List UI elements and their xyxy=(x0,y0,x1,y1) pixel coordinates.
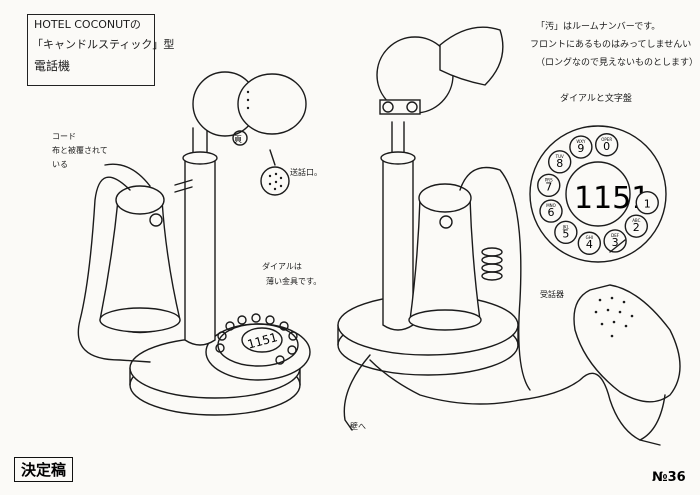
dial-letters-9: WXY xyxy=(576,139,586,144)
dial-hole-6 xyxy=(539,199,563,223)
dial-hole-8 xyxy=(547,150,572,174)
note-dial-1: ダイアルは xyxy=(262,262,302,271)
dial-digit-6: 6 xyxy=(548,206,555,219)
note-dial-label: ダイアルと文字盤 xyxy=(560,94,632,104)
dial-letters-3: DEF xyxy=(611,233,620,238)
title-line-3: 電話機 xyxy=(34,59,71,73)
page-number: №36 xyxy=(652,470,686,485)
receiver-detail xyxy=(573,284,681,441)
dial-hole-2 xyxy=(624,214,649,238)
dial-hole-4 xyxy=(577,231,602,255)
dial-letters-5: JKL xyxy=(562,224,570,229)
note-room-number: 「汚」はルームナンバーです。 xyxy=(536,22,661,32)
note-mouthpiece: 送話口。 xyxy=(290,168,322,177)
note-receiver: 受話器 xyxy=(540,290,564,299)
note-cord-2: 布と被覆されて xyxy=(52,146,108,155)
title-line-1: HOTEL COCONUTの xyxy=(34,18,141,31)
dial-digit-8: 8 xyxy=(556,157,563,170)
dial-digit-2: 2 xyxy=(633,221,640,234)
status-stamp: 決定稿 xyxy=(14,457,74,482)
dial-hole-5 xyxy=(554,220,578,245)
note-front: フロントにあるものはみってしませんい xyxy=(530,40,692,50)
left-badge: 頁 xyxy=(234,135,242,144)
right-receiver xyxy=(409,197,481,329)
dial-letters-4: GHI xyxy=(586,235,593,240)
note-cord-3: いる xyxy=(52,160,68,169)
dial-hole-0 xyxy=(594,133,619,157)
dial-hole-7 xyxy=(537,173,561,198)
right-mouthpiece xyxy=(439,26,504,86)
dial-digit-1: 1 xyxy=(644,198,651,211)
dial-digit-4: 4 xyxy=(586,238,593,251)
dial-letters-0: OPER xyxy=(601,137,612,142)
dial-letters-8: TUV xyxy=(555,154,564,159)
dial-letters-6: MNO xyxy=(546,203,556,208)
left-phone: 1151 頁 xyxy=(77,71,311,416)
note-wall: 壁へ xyxy=(350,422,366,431)
dial-digit-9: 9 xyxy=(577,142,584,155)
title-box: HOTEL COCONUTの 「キャンドルスティック」型 電話機 xyxy=(27,14,174,86)
dial-digit-0: 0 xyxy=(603,140,610,153)
dial-hole-9 xyxy=(569,135,593,159)
dial-digit-3: 3 xyxy=(612,236,619,249)
dial-digit-7: 7 xyxy=(545,180,552,193)
dial-hole-3 xyxy=(603,229,627,253)
right-phone xyxy=(337,26,661,446)
dial-letters-2: ABC xyxy=(632,218,640,223)
left-mouthpiece xyxy=(237,73,307,135)
note-cord: コード xyxy=(52,132,76,141)
dial-letters-7: PRS xyxy=(545,177,553,182)
dial-hole-1 xyxy=(635,190,659,215)
note-long: （ロングなので見えないものとします） xyxy=(536,58,699,68)
note-dial-2: 薄い金具です。 xyxy=(266,277,322,286)
dial-digit-5: 5 xyxy=(562,227,569,240)
title-line-2: 「キャンドルスティック」型 xyxy=(32,38,175,51)
